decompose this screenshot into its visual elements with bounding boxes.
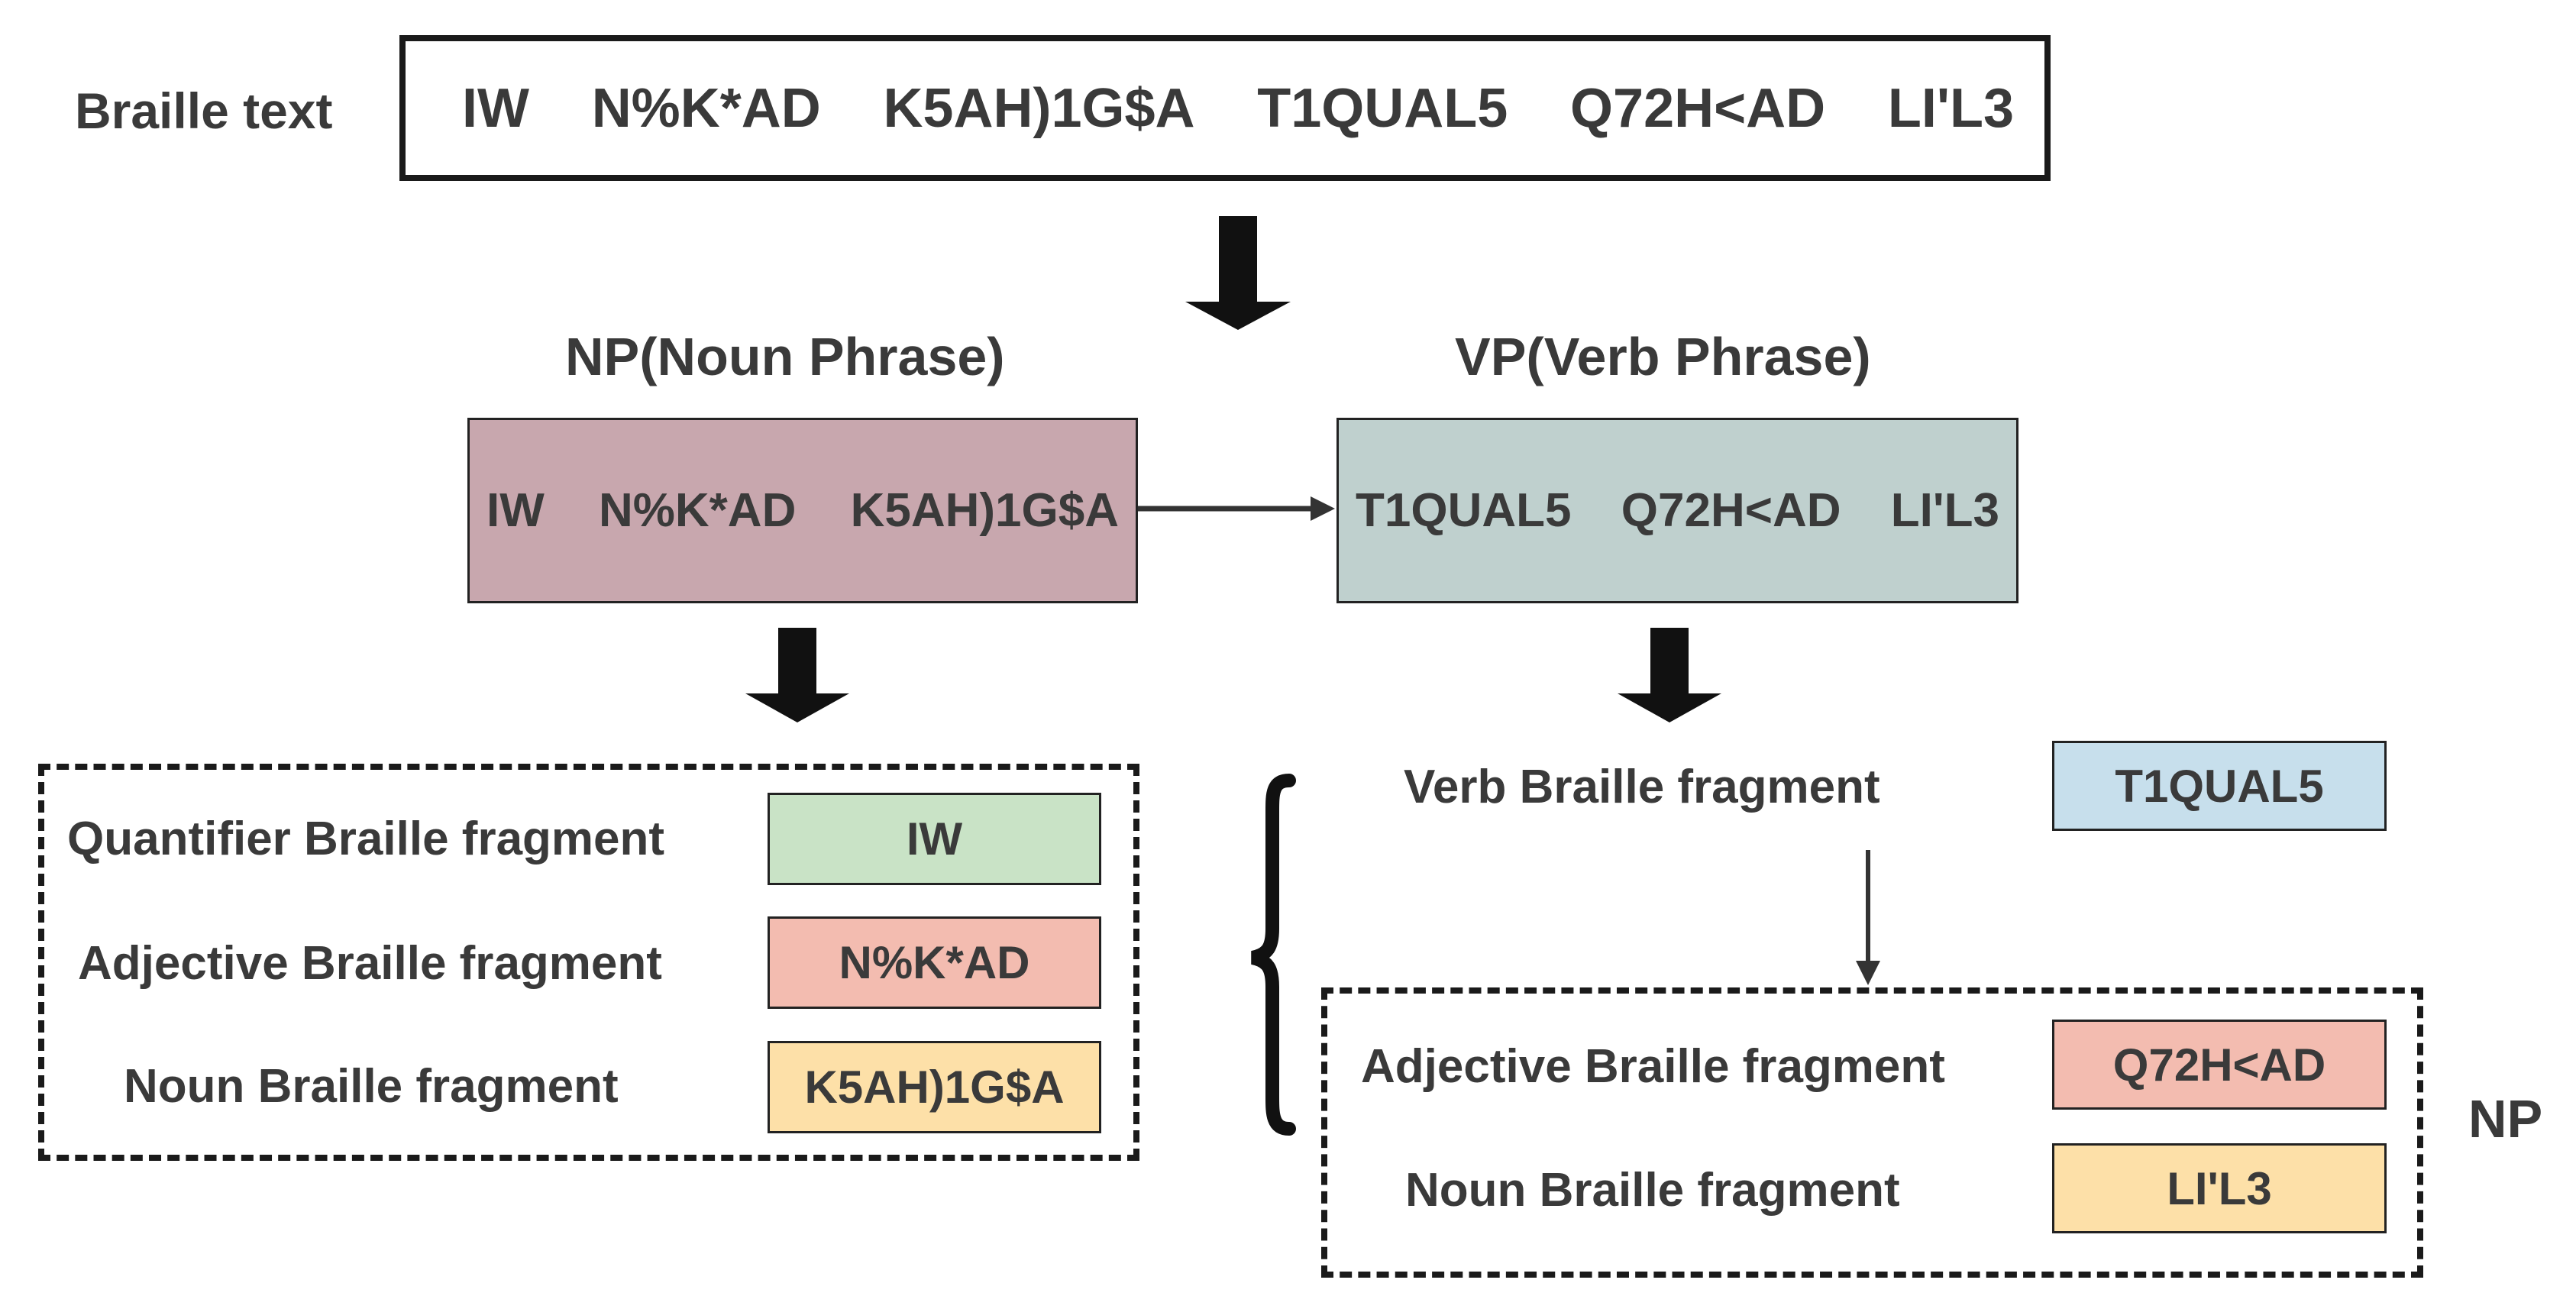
vp-noun-fragment-box: LI'L3 [2052, 1143, 2387, 1233]
np-phrase-title: NP(Noun Phrase) [565, 327, 1005, 386]
vp-phrase-box: T1QUAL5 Q72H<AD LI'L3 [1336, 418, 2018, 603]
braille-text-box: IW N%K*AD K5AH)1G$A T1QUAL5 Q72H<AD LI'L… [399, 35, 2051, 181]
noun-fragment-label: Noun Braille fragment [124, 1060, 619, 1113]
vp-adjective-fragment-box: Q72H<AD [2052, 1020, 2387, 1110]
vp-noun-fragment-label: Noun Braille fragment [1405, 1164, 1900, 1217]
braille-text-label: Braille text [75, 82, 333, 139]
down-arrow-icon-thin [1856, 961, 1880, 985]
vp-token: Q72H<AD [1621, 484, 1841, 537]
right-arrow-icon [1311, 496, 1335, 521]
np-token: IW [486, 484, 545, 537]
braille-token: K5AH)1G$A [883, 77, 1195, 139]
down-arrow-icon-vp [1618, 628, 1721, 722]
np-phrase-box: IW N%K*AD K5AH)1G$A [467, 418, 1138, 603]
noun-fragment-box: K5AH)1G$A [768, 1041, 1101, 1133]
braille-token: Q72H<AD [1570, 77, 1826, 139]
adjective-fragment-label: Adjective Braille fragment [78, 937, 662, 990]
vp-adjective-fragment-label: Adjective Braille fragment [1361, 1040, 1945, 1093]
braille-token: LI'L3 [1887, 77, 2014, 139]
np-token: K5AH)1G$A [850, 484, 1119, 537]
np-breakdown-group [38, 764, 1139, 1161]
braille-token: T1QUAL5 [1257, 77, 1508, 139]
verb-fragment-label: Verb Braille fragment [1404, 761, 1880, 813]
np-token: N%K*AD [598, 484, 797, 537]
vp-token: T1QUAL5 [1356, 484, 1572, 537]
braille-token: IW [462, 77, 529, 139]
down-arrow-icon-np [745, 628, 849, 722]
braille-token: N%K*AD [591, 77, 821, 139]
vp-np-group [1321, 987, 2423, 1278]
verb-fragment-box: T1QUAL5 [2052, 741, 2387, 831]
np-group-tag: NP [2468, 1089, 2543, 1149]
brace-icon [1250, 774, 1296, 1136]
down-arrow-icon-main [1185, 216, 1291, 330]
quantifier-fragment-box: IW [768, 793, 1101, 885]
vp-token: LI'L3 [1890, 484, 1999, 537]
vp-phrase-title: VP(Verb Phrase) [1455, 327, 1871, 386]
quantifier-fragment-label: Quantifier Braille fragment [67, 813, 665, 865]
adjective-fragment-box: N%K*AD [768, 916, 1101, 1009]
